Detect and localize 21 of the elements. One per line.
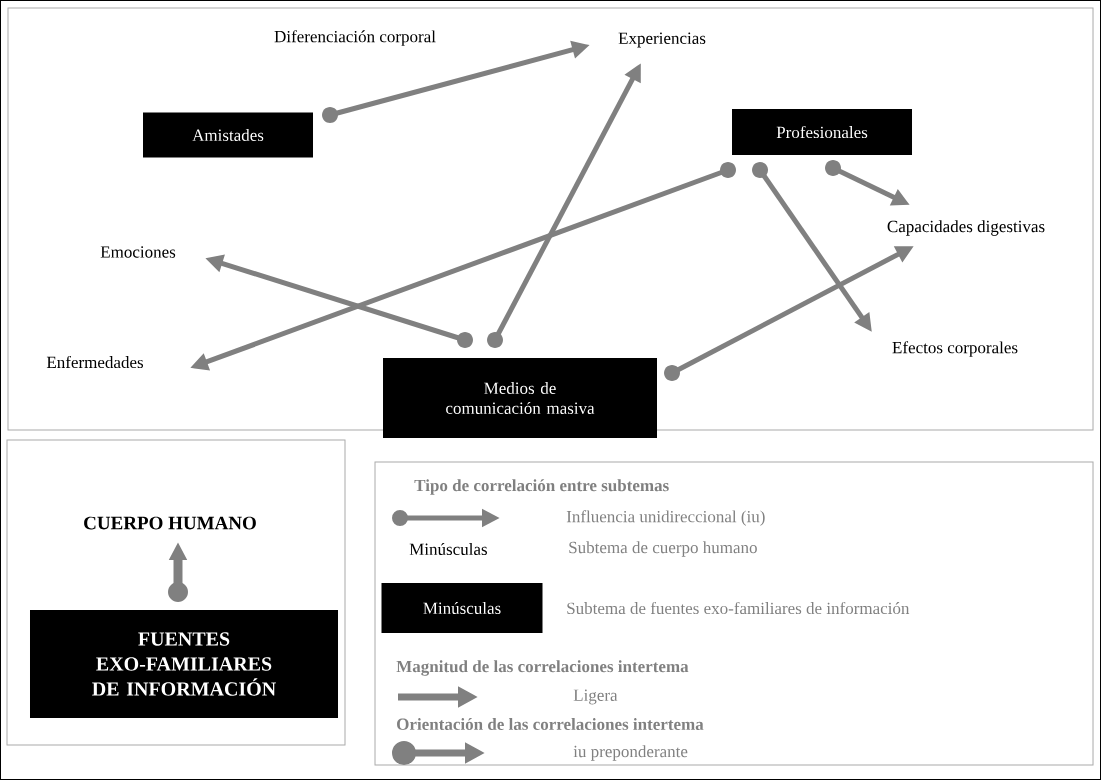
legend-text: Subtema de cuerpo humano (569, 541, 757, 557)
topic-box: FUENTES EXO-FAMILIARES DE INFORMACIÓN (30, 610, 338, 718)
subtopic-text: Experiencias (618, 32, 706, 48)
subtopic-text: Emociones (100, 246, 176, 258)
sample-box: Minúsculas (381, 583, 543, 633)
legend-heading: Tipo de correlación entre subtemas (414, 479, 669, 495)
source-box: Amistades (143, 112, 313, 158)
legend-heading: Magnitud de las correlaciones intertema (396, 660, 689, 676)
legend-text: Ligera (573, 689, 618, 705)
subtopic-text: Efectos corporales (892, 341, 1018, 357)
legend-text: iu preponderante (573, 745, 688, 761)
legend-text: Influencia unidireccional (iu) (566, 510, 765, 526)
topic-title: CUERPO HUMANO (84, 516, 256, 530)
source-box: Medios de comunicación masiva (383, 358, 657, 438)
subtopic-text: Enfermedades (46, 355, 143, 369)
legend-text: Subtema de fuentes exo-familiares de información (567, 601, 910, 615)
source-box: Profesionales (732, 109, 912, 155)
subtopic-text: Capacidades digestivas (887, 220, 1045, 236)
sample-text: Minúsculas (409, 543, 487, 555)
legend-heading: Orientación de las correlaciones intertema (397, 718, 704, 730)
subtopic-text: Diferenciación corporal (274, 30, 436, 46)
